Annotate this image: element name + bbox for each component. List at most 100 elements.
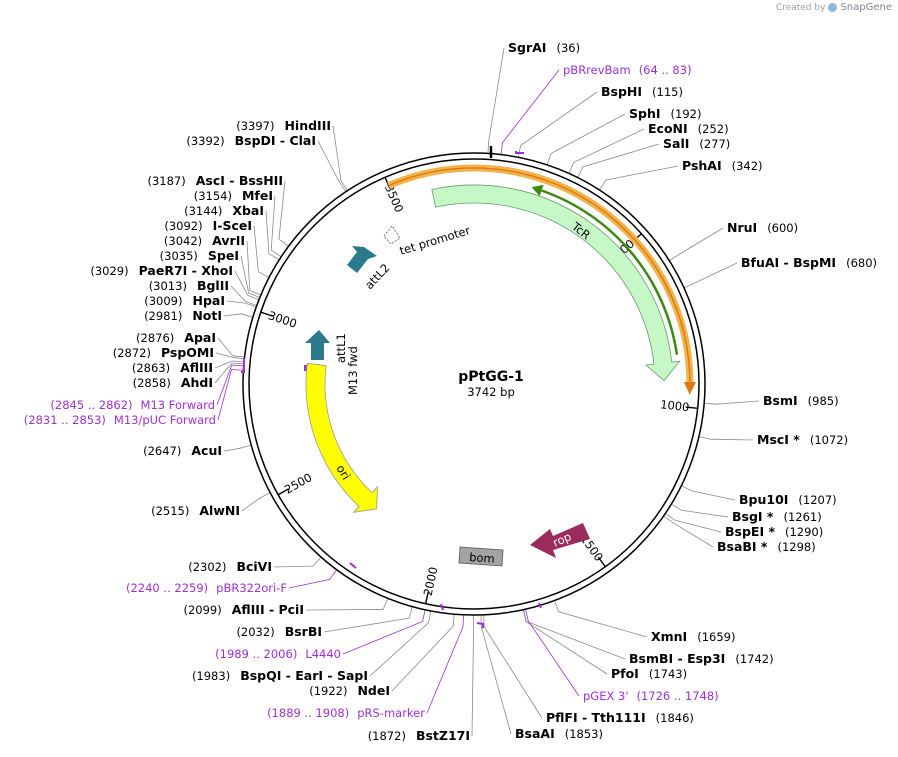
enzyme-name: SphI [629, 106, 661, 121]
site-label[interactable]: (2515)AlwNI [151, 503, 240, 518]
site-label[interactable]: pGEX 3' (1726 .. 1748) [583, 689, 719, 703]
feature-ori[interactable]: ori [305, 362, 378, 513]
leader-line [522, 609, 608, 675]
primer-range: (2845 .. 2862) [50, 398, 132, 412]
leader-line [500, 69, 560, 155]
leader-line [270, 195, 282, 258]
enzyme-name: MscI * [757, 432, 800, 447]
site-label[interactable]: (1922)NdeI [309, 683, 390, 698]
site-label[interactable]: (3013)BglII [149, 278, 229, 293]
tet-promoter-label: tet promoter [398, 223, 472, 258]
site-label[interactable]: BspEI *(1290) [725, 524, 823, 539]
site-label[interactable]: (2981)NotI [144, 308, 222, 323]
site-label[interactable]: (2872)PspOMI [113, 345, 214, 360]
site-label[interactable]: Bpu10I(1207) [739, 492, 837, 507]
site-label[interactable]: (2858)AhdI [133, 375, 213, 390]
enzyme-position: (3392) [186, 134, 224, 148]
leader-line [342, 609, 426, 655]
site-label[interactable]: BsmBI - Esp3I(1742) [629, 651, 774, 666]
site-label[interactable]: (2032)BsrBI [236, 624, 322, 639]
site-label[interactable]: (1983)BspQI - EarI - SapI [192, 668, 368, 683]
site-label[interactable]: BsaAI(1853) [515, 726, 603, 741]
site-label[interactable]: BspHI(115) [601, 84, 683, 99]
enzyme-name: XmnI [651, 629, 687, 644]
site-label[interactable]: (2240 .. 2259)pBR322ori-F [126, 581, 287, 595]
enzyme-name: BsrBI [285, 624, 322, 639]
site-label[interactable]: (1872)BstZ17I [368, 728, 470, 743]
site-label[interactable]: (3029)PaeR7I - XhoI [90, 263, 233, 278]
feature-rop[interactable]: rop [530, 523, 590, 558]
feature-tcr[interactable]: TcR [431, 184, 681, 382]
primer-range: (2240 .. 2259) [126, 581, 208, 595]
site-label[interactable]: SphI(192) [629, 106, 701, 121]
primer-marker-pbr322ori-f [349, 562, 357, 569]
orange-band-core [388, 167, 691, 383]
rop-label: rop [551, 529, 574, 549]
site-label[interactable]: (3035)SpeI [160, 248, 239, 263]
leader-line [217, 337, 245, 358]
rop-arrow[interactable] [530, 523, 590, 558]
feature-tet-promoter[interactable]: tet promoter [383, 223, 472, 258]
site-label[interactable]: (2845 .. 2862)M13 Forward [50, 398, 215, 412]
site-label[interactable]: (2863)AflIII [132, 360, 213, 375]
site-label[interactable]: (2647)AcuI [143, 443, 222, 458]
ori-arrow[interactable] [305, 362, 378, 513]
site-label[interactable]: (3144)XbaI [184, 203, 264, 218]
site-label[interactable]: (3154)MfeI [194, 188, 273, 203]
leader-line [665, 513, 722, 533]
site-label[interactable]: BsgI *(1261) [732, 509, 822, 524]
backbone-outer-ring [242, 152, 706, 616]
leader-line [234, 270, 260, 301]
attl1-arrow[interactable] [305, 330, 330, 360]
attl2-arrow[interactable] [347, 246, 377, 273]
site-label[interactable]: EcoNI(252) [648, 121, 729, 136]
site-label[interactable]: PfoI(1743) [611, 666, 687, 681]
leader-line [483, 614, 543, 719]
leader-line [305, 598, 389, 611]
site-label[interactable]: (2099)AflIII - PciI [183, 602, 304, 617]
enzyme-position: (1742) [735, 652, 773, 666]
site-label[interactable]: BsaBI *(1298) [717, 539, 816, 554]
site-label[interactable]: PshAI(342) [682, 158, 763, 173]
feature-bom[interactable]: bom [458, 546, 504, 567]
leader-line [369, 610, 432, 677]
site-label[interactable]: PflFI - Tth111I(1846) [546, 710, 694, 725]
enzyme-name: BsmI [763, 393, 798, 408]
site-label[interactable]: (1889 .. 1908)pRS-marker [267, 706, 425, 720]
site-label[interactable]: (3009)HpaI [144, 293, 225, 308]
enzyme-name: SgrAI [508, 40, 546, 55]
feature-attl2[interactable]: attL2 [347, 246, 393, 292]
primer-name: pRS-marker [357, 706, 425, 720]
site-label[interactable]: XmnI(1659) [651, 629, 735, 644]
tick-2000 [424, 591, 429, 604]
site-label[interactable]: (2302)BciVI [188, 559, 272, 574]
enzyme-name: BglII [197, 278, 229, 293]
ori-label: ori [333, 462, 353, 482]
leader-line [391, 614, 455, 692]
right-site-labels: SgrAI(36) pBRrevBam(64 .. 83) BspHI(115) Sp… [508, 40, 877, 741]
bom-box[interactable] [458, 546, 504, 567]
primer-name: pGEX 3' [583, 689, 629, 703]
site-label[interactable]: NruI(600) [727, 220, 798, 235]
site-label[interactable]: pBRrevBam(64 .. 83) [563, 63, 692, 77]
site-label[interactable]: (3397)HindIII [236, 118, 331, 133]
site-label[interactable]: (1989 .. 2006)L4440 [215, 647, 341, 661]
site-label[interactable]: (3187)AscI - BssHII [148, 173, 284, 188]
site-label[interactable]: BfuAI - BspMI(680) [741, 255, 877, 270]
tet-promoter-arrow[interactable] [383, 225, 401, 245]
site-label[interactable]: (3392)BspDI - ClaI [186, 133, 316, 148]
site-label[interactable]: (3042)AvrII [164, 233, 245, 248]
enzyme-position: (1922) [309, 684, 347, 698]
primer-range: (1726 .. 1748) [637, 689, 719, 703]
site-label[interactable]: (2876)ApaI [136, 330, 216, 345]
site-label[interactable]: SalI(277) [663, 136, 730, 151]
feature-attl1[interactable]: attL1 [305, 330, 348, 363]
site-label[interactable]: (2831 .. 2853)M13/pUC Forward [24, 413, 216, 427]
leader-line [683, 262, 738, 289]
tcr-arrow[interactable] [431, 184, 681, 382]
site-label[interactable]: MscI *(1072) [757, 432, 848, 447]
site-label[interactable]: BsmI(985) [763, 393, 839, 408]
site-label[interactable]: (3092)I-SceI [164, 218, 252, 233]
leader-line [288, 569, 338, 589]
site-label[interactable]: SgrAI(36) [508, 40, 580, 55]
